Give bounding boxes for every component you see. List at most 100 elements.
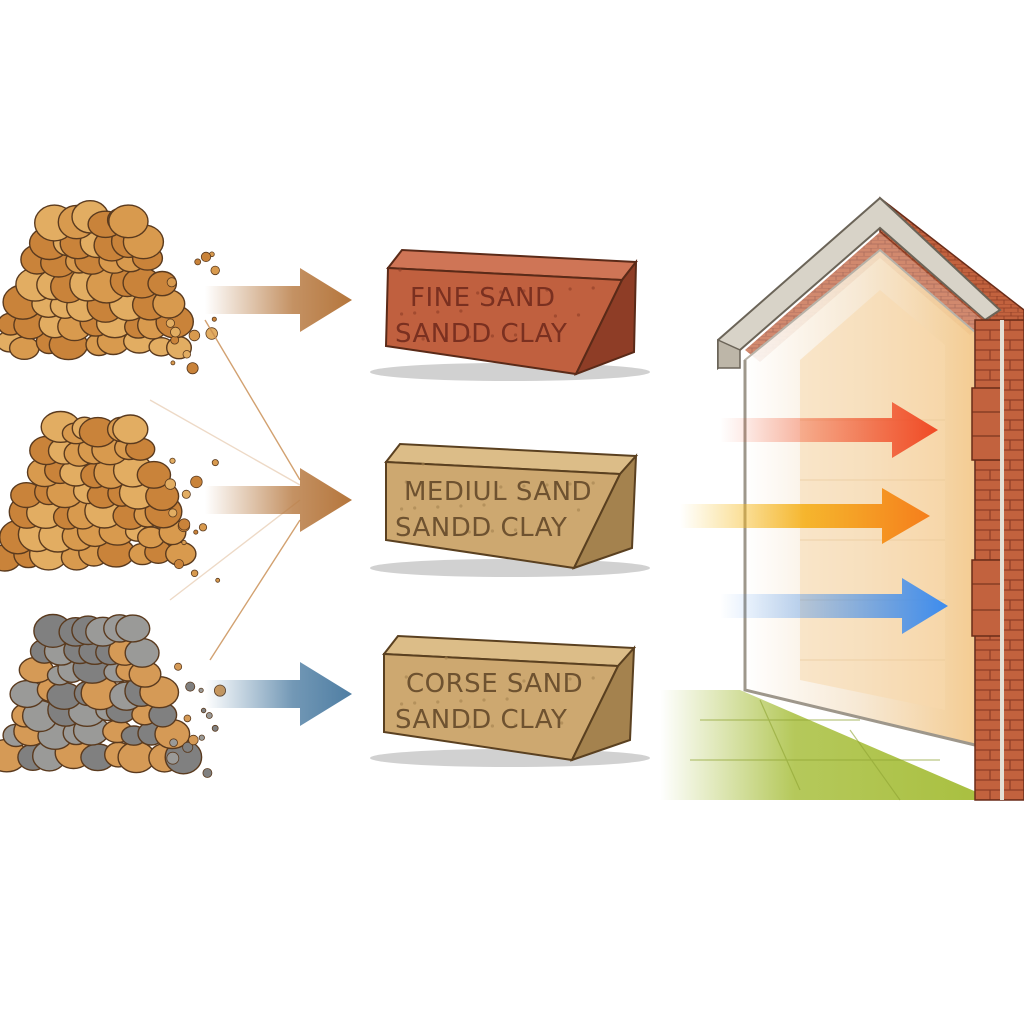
brick-speckle [413,506,417,510]
grain [173,559,184,570]
brick-speckle [568,677,572,681]
brick-speckle [400,702,404,706]
grain [169,738,178,747]
pebble [136,460,172,489]
pebble [115,614,151,643]
pebble [8,336,40,360]
heat-arrow-red [720,402,938,458]
heat-arrow-orange [680,488,930,544]
aggregate-piles [0,199,226,778]
brick-speckle [444,336,448,340]
grain [190,475,203,489]
brick-speckle [591,676,595,680]
brick-speckle [421,337,425,341]
connector-lines [149,319,301,661]
brick-speckle [553,314,558,318]
brick-speckle [444,531,448,535]
brick-speckle [400,507,404,511]
grain [211,459,219,467]
brick-medium-line2: SANDD CLAY [395,513,567,543]
brick-fine-sand: FINE SAND SANDD CLAY [370,248,650,381]
brick-speckle [522,484,526,488]
brick-speckle [482,698,486,702]
brick-speckle [513,528,518,532]
brick-speckle [436,505,440,509]
grain [170,326,181,338]
brick-speckle [545,483,549,487]
brick-speckle [576,313,581,317]
house-wall-cutaway [660,196,1024,801]
brick-speckle [476,291,480,295]
brick-fine-line1: FINE SAND [410,283,556,313]
pile-medium [0,410,221,583]
grain [190,569,199,577]
grain [205,712,213,719]
brick-speckle [560,721,564,725]
brick-speckle [545,678,549,682]
grain [185,681,196,692]
grain [178,518,191,531]
grain [168,508,178,518]
pile-fine [0,199,220,375]
brick-coarse-sand: CORSE SAND SANDD CLAY [370,634,650,767]
brick-speckle [490,724,494,728]
pebble [108,204,149,239]
brick-speckle [482,503,486,507]
brick-speckle [591,481,595,485]
brick-speckle [404,675,408,679]
brick-speckle [444,656,448,660]
material-arrow-coarse [205,662,352,726]
pebble [112,414,149,445]
brick-speckle [467,725,471,729]
grain [198,523,208,532]
brick-speckle [591,286,595,290]
grain [210,265,220,276]
brick-speckle [537,527,541,531]
grain [188,329,201,342]
grain [193,529,199,535]
material-arrow-fine [205,268,352,332]
brick-speckle [421,462,425,466]
brick-speckle [436,700,440,704]
grain [200,707,207,714]
brick-speckle [467,335,471,339]
grain [169,457,176,464]
grain [166,751,180,765]
brick-speckle [459,309,463,313]
grain [200,251,212,262]
brick-speckle [400,312,404,316]
brick-speckle [499,290,503,294]
brick-speckle [499,485,503,489]
grain [215,577,221,583]
grain [182,741,194,753]
brick-speckle [413,701,417,705]
heat-arrow-blue [720,578,948,634]
brick-speckle [436,310,440,314]
brick-medium-sand: MEDIUL SAND SANDD CLAY [370,442,650,577]
grain [170,360,176,366]
brick-speckle [413,311,417,315]
brick-speckle [490,334,494,338]
brick-speckle [537,722,541,726]
grain [194,258,202,266]
grain [166,277,177,288]
grain [211,316,217,322]
brick-speckle [398,268,402,272]
brick-speckle [505,697,509,701]
grain [186,362,199,375]
brick-speckle [576,508,581,512]
brick-speckle [522,289,526,293]
brick-speckle [490,529,494,533]
grain [182,350,191,359]
brick-coarse-line2: SANDD CLAY [395,705,567,735]
brick-fine-line2: SANDD CLAY [395,319,567,349]
grain [183,714,192,723]
brick-speckle [459,504,463,508]
ground [660,690,995,800]
grain [181,539,187,546]
brick-coarse-line1: CORSE SAND [406,669,583,699]
brick-medium-line1: MEDIUL SAND [404,477,592,507]
grain [198,687,204,693]
brick-speckle [568,287,572,291]
